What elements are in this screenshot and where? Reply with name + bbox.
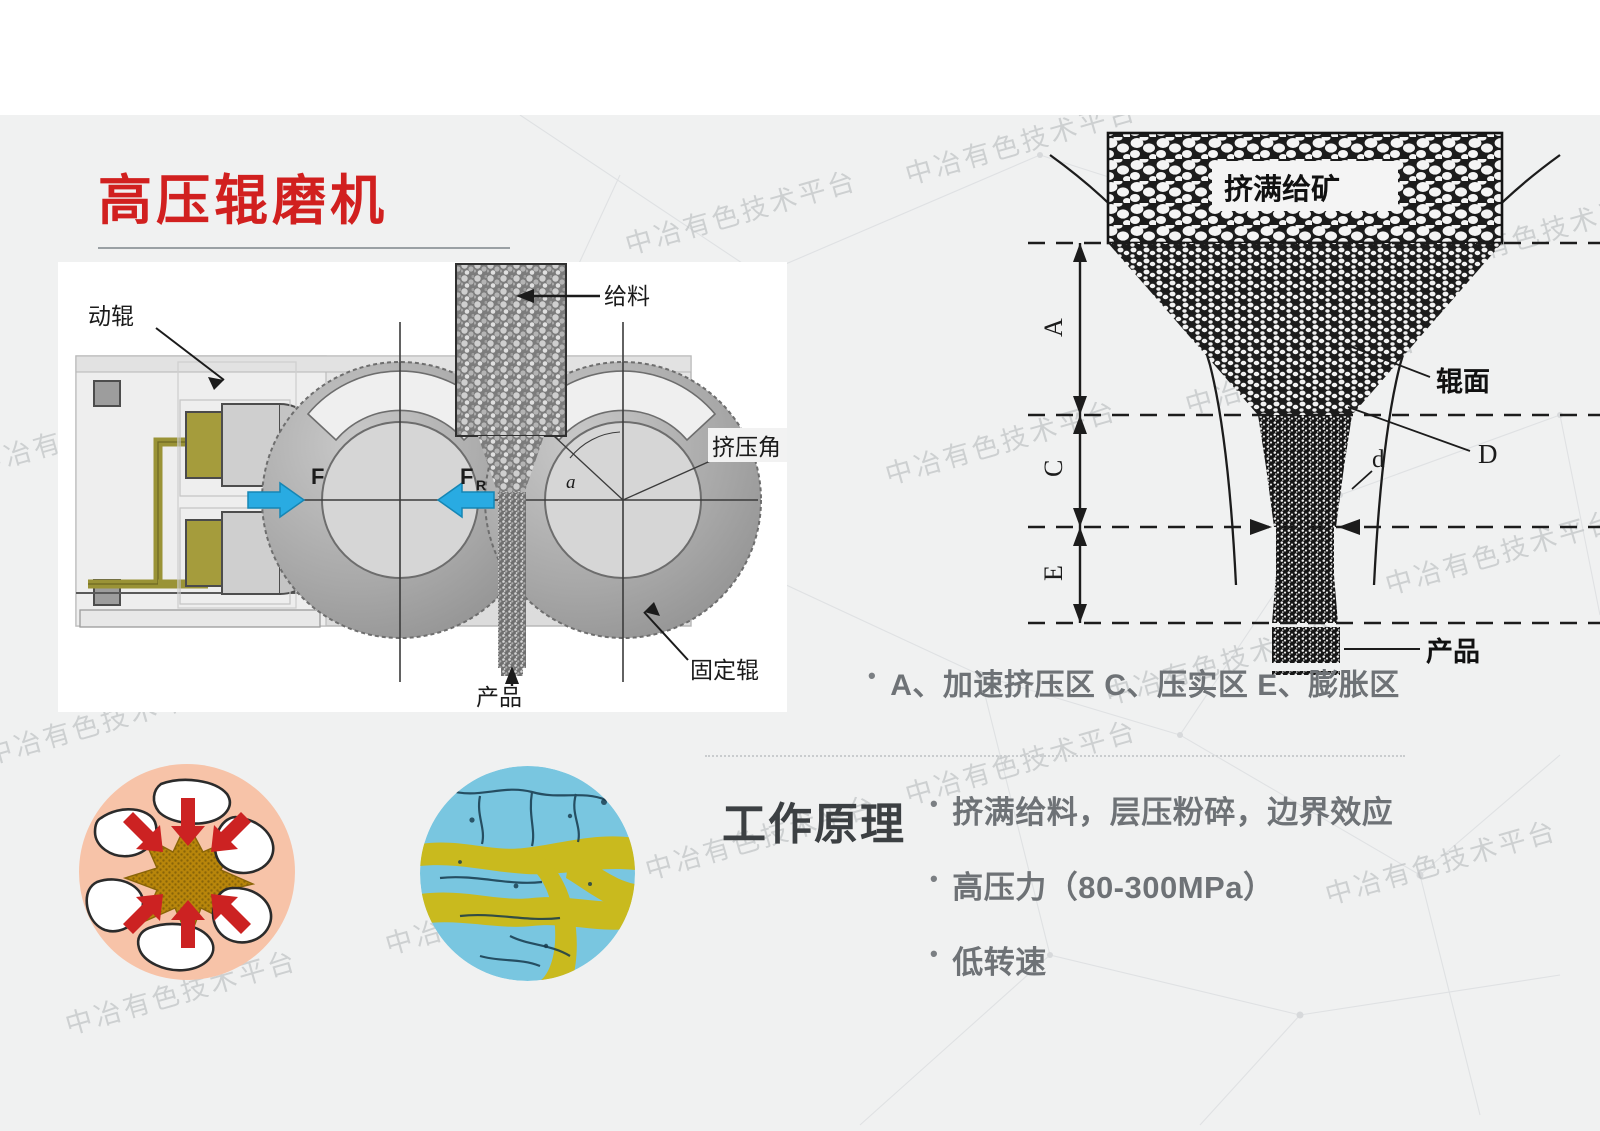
principle-item-text: 低转速: [952, 945, 1047, 980]
label-moving-roll: 动辊: [88, 304, 134, 330]
list-item: • 挤满给料，层压粉碎，边界效应: [930, 787, 1550, 832]
dimension-c: C: [1039, 415, 1087, 527]
label-force-right: F: [460, 464, 473, 489]
section-divider: [705, 755, 1405, 757]
list-item: • 高压力（80-300MPa）: [930, 862, 1550, 907]
list-item: • 低转速: [930, 937, 1550, 982]
label-zone-e: E: [1039, 565, 1068, 581]
principle-heading: 工作原理: [722, 800, 906, 849]
label-gap-d: d: [1372, 446, 1385, 473]
machine-cross-section-svg: F F R a 动辊 给料 挤压角 产品 固定辊: [75, 263, 800, 711]
label-extrusion-angle: 挤压角: [712, 435, 781, 461]
gap-indicator-d: d: [1250, 446, 1385, 535]
bullet-dot-icon: •: [930, 791, 939, 816]
compression-illustration: [79, 764, 295, 980]
principle-item-text: 挤满给料，层压粉碎，边界效应: [952, 795, 1394, 830]
zone-legend-bullet: • A、加速挤压区 C、压实区 E、膨胀区: [868, 660, 1568, 704]
micrograph-image: [420, 766, 635, 981]
bullet-dot-icon: •: [868, 663, 877, 688]
slide-canvas: 中冶有色技术平台 中冶有色技术平台 中冶有色技术平台 中冶有色技术平台 中冶有色…: [0, 115, 1600, 1131]
bullet-dot-icon: •: [930, 941, 939, 966]
watermark-text: 中冶有色技术平台: [621, 165, 862, 262]
principle-item-text: 高压力（80-300MPa）: [952, 870, 1275, 905]
compression-arrows: [123, 798, 251, 948]
label-feed: 给料: [604, 284, 650, 310]
zone-diagram-svg: 挤满给矿 A: [1028, 131, 1600, 675]
label-choke-feed: 挤满给矿: [1224, 172, 1340, 206]
machine-diagram-panel: F F R a 动辊 给料 挤压角 产品 固定辊: [58, 262, 800, 712]
label-zone-c: C: [1039, 460, 1068, 477]
label-roll-diameter-d: D: [1478, 439, 1498, 469]
dimension-a: A: [1039, 243, 1087, 415]
label-zone-a: A: [1039, 318, 1068, 337]
force-arrow-left: [247, 481, 306, 519]
zone-diagram: 挤满给矿 A: [1000, 115, 1600, 675]
dimension-e: E: [1039, 527, 1087, 623]
title-underline: [98, 247, 510, 249]
label-force-right-sub: R: [476, 477, 486, 493]
label-product-left: 产品: [476, 685, 522, 711]
label-fixed-roll: 固定辊: [690, 658, 759, 684]
label-angle: a: [566, 472, 576, 493]
force-arrow-right: [436, 481, 495, 519]
label-roll-surface: 辊面: [1436, 366, 1490, 398]
label-force-left: F: [311, 464, 324, 489]
principle-list: • 挤满给料，层压粉碎，边界效应 • 高压力（80-300MPa） • 低转速: [930, 787, 1550, 1012]
label-product-right: 产品: [1426, 637, 1480, 668]
zone-legend-text: A、加速挤压区 C、压实区 E、膨胀区: [890, 669, 1400, 702]
bullet-dot-icon: •: [930, 866, 939, 891]
page-title: 高压辊磨机: [98, 168, 388, 232]
